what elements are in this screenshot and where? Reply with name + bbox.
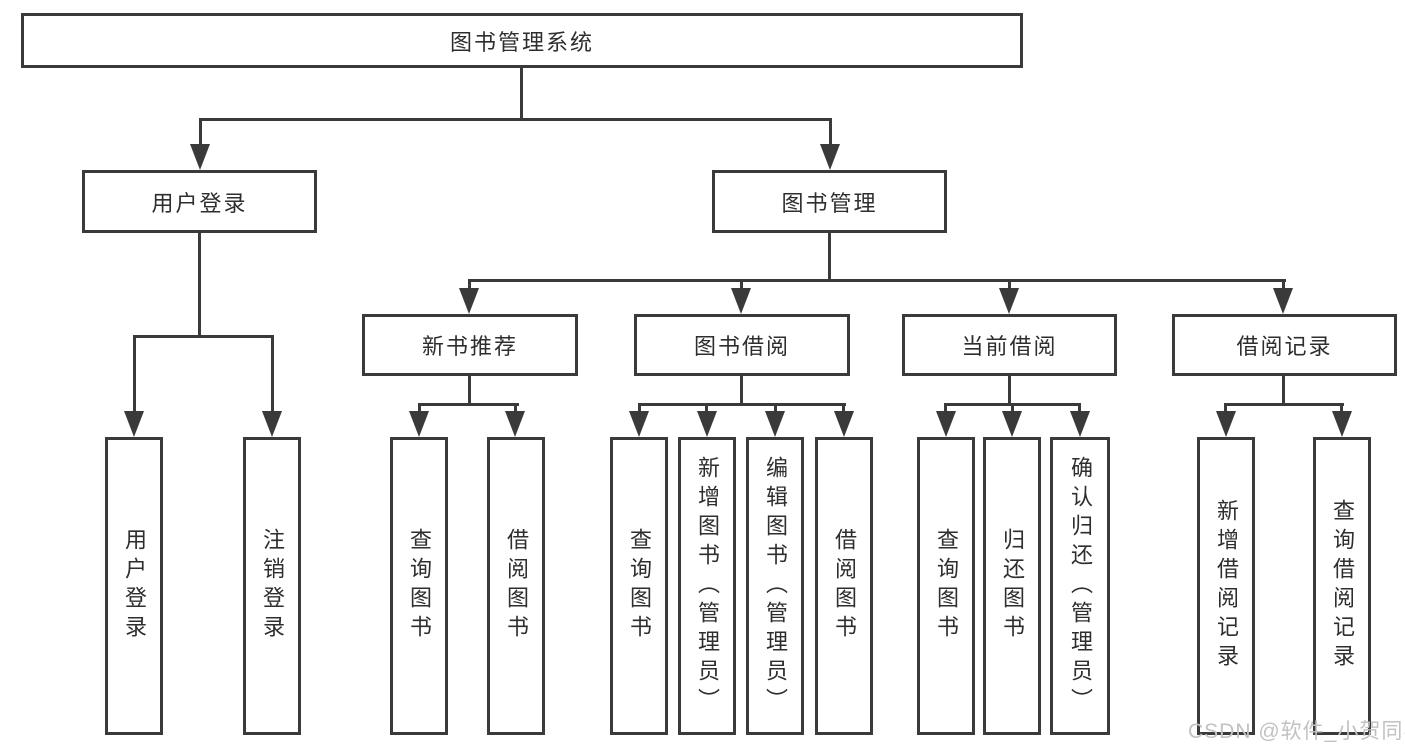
connector-stub: [1282, 279, 1285, 295]
node-current-borrowing: 当前借阅: [902, 314, 1117, 376]
leaf-label: 查询借阅记录: [1330, 499, 1355, 673]
node-root-label: 图书管理系统: [449, 29, 594, 55]
arrow-down-icon: [629, 411, 649, 437]
leaf-label: 借阅图书: [832, 528, 857, 644]
connector-bus: [418, 403, 519, 406]
leaf-label: 查询图书: [627, 528, 652, 644]
leaf-query-books-recommend: 查询图书: [390, 437, 448, 735]
connector-stem: [1008, 376, 1011, 405]
connector-stub: [1008, 279, 1011, 295]
connector-stub: [829, 118, 832, 150]
leaf-borrow-books-recommend: 借阅图书: [487, 437, 545, 735]
connector-bus: [638, 403, 846, 406]
arrow-down-icon: [190, 144, 210, 170]
leaf-add-borrow-record: 新增借阅记录: [1197, 437, 1255, 735]
node-new-book-recommend: 新书推荐: [362, 314, 578, 376]
leaf-label: 查询图书: [934, 528, 959, 644]
connector-stub: [740, 279, 743, 295]
connector-stem: [740, 376, 743, 405]
connector-userlogin-bus: [133, 335, 274, 338]
node-borrow-records-label: 借阅记录: [1236, 334, 1333, 359]
arrow-down-icon: [1273, 288, 1293, 314]
arrow-down-icon: [820, 144, 840, 170]
leaf-add-books-admin: 新增图书（管理员）: [678, 437, 736, 735]
arrow-down-icon: [1002, 411, 1022, 437]
leaf-logout-label: 注销登录: [260, 528, 285, 644]
arrow-down-icon: [409, 411, 429, 437]
connector-stub: [271, 335, 274, 415]
leaf-query-books-borrowing: 查询图书: [610, 437, 668, 735]
node-book-borrowing: 图书借阅: [634, 314, 850, 376]
connector-stub: [199, 118, 202, 150]
csdn-watermark: CSDN @软件_小贺同学: [1188, 720, 1405, 743]
arrow-down-icon: [834, 411, 854, 437]
arrow-down-icon: [505, 411, 525, 437]
leaf-label: 新增借阅记录: [1214, 499, 1239, 673]
node-book-management: 图书管理: [712, 170, 947, 233]
connector-stub: [468, 279, 471, 295]
leaf-query-books-current: 查询图书: [917, 437, 975, 735]
leaf-label: 查询图书: [407, 528, 432, 644]
arrow-down-icon: [697, 411, 717, 437]
node-book-management-label: 图书管理: [781, 190, 878, 216]
connector-bookmgmt-bus: [468, 279, 1286, 282]
leaf-logout: 注销登录: [243, 437, 301, 735]
node-book-borrowing-label: 图书借阅: [693, 334, 790, 359]
node-root: 图书管理系统: [21, 13, 1023, 68]
leaf-label: 归还图书: [1000, 528, 1025, 644]
arrow-down-icon: [459, 288, 479, 314]
connector-userlogin-stem: [198, 233, 201, 338]
leaf-label: 新增图书（管理员）: [695, 455, 720, 717]
connector-root-bus: [199, 118, 832, 121]
connector-stub: [133, 335, 136, 415]
leaf-confirm-return-admin: 确认归还（管理员）: [1050, 437, 1110, 735]
leaf-label: 编辑图书（管理员）: [763, 455, 788, 717]
connector-stem: [468, 376, 471, 405]
arrow-down-icon: [124, 411, 144, 437]
node-user-login: 用户登录: [82, 170, 317, 233]
leaf-user-login-label: 用户登录: [122, 528, 147, 644]
leaf-edit-books-admin: 编辑图书（管理员）: [746, 437, 804, 735]
arrow-down-icon: [731, 288, 751, 314]
leaf-return-books: 归还图书: [983, 437, 1041, 735]
arrow-down-icon: [765, 411, 785, 437]
arrow-down-icon: [999, 288, 1019, 314]
node-borrow-records: 借阅记录: [1172, 314, 1397, 376]
node-new-book-recommend-label: 新书推荐: [421, 334, 518, 359]
leaf-user-login: 用户登录: [105, 437, 163, 735]
connector-bus: [1224, 403, 1344, 406]
leaf-label: 确认归还（管理员）: [1068, 455, 1093, 717]
node-user-login-label: 用户登录: [151, 190, 248, 216]
leaf-borrow-books: 借阅图书: [815, 437, 873, 735]
leaf-label: 借阅图书: [504, 528, 529, 644]
node-current-borrowing-label: 当前借阅: [961, 334, 1058, 359]
leaf-query-borrow-record: 查询借阅记录: [1313, 437, 1371, 735]
arrow-down-icon: [262, 411, 282, 437]
connector-stem: [1282, 376, 1285, 405]
connector-bookmgmt-stem: [828, 233, 831, 282]
connector-root-stem: [520, 68, 523, 121]
arrow-down-icon: [1332, 411, 1352, 437]
arrow-down-icon: [1070, 411, 1090, 437]
arrow-down-icon: [1216, 411, 1236, 437]
arrow-down-icon: [936, 411, 956, 437]
